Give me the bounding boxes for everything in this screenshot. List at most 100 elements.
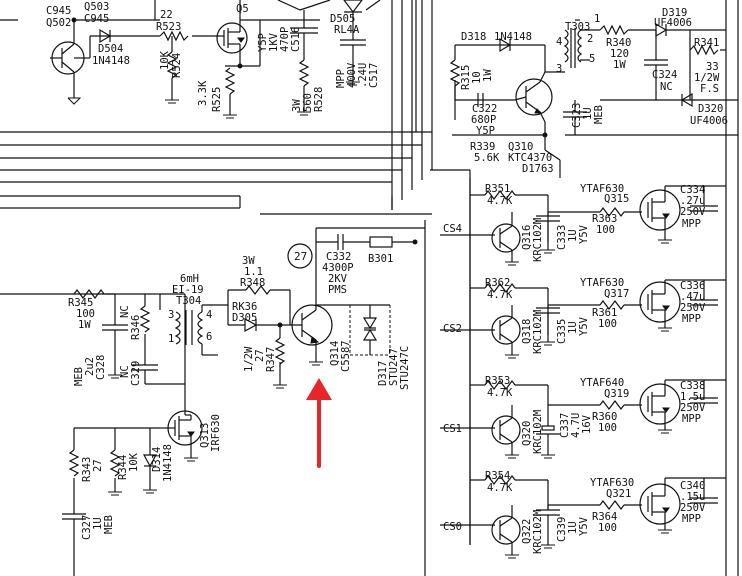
- label-t303-p5: 5: [589, 53, 595, 65]
- label-c340-v2: 250V: [680, 502, 706, 514]
- label-nc2: NC: [119, 365, 131, 378]
- label-r351-val: 4.7K: [487, 195, 513, 207]
- label-q5x: Q5: [236, 3, 249, 15]
- label-c332-v3: PMS: [328, 284, 347, 296]
- label-d320-part: UF4006: [690, 115, 728, 127]
- top-right-output: [430, 19, 738, 178]
- label-d504: D504: [98, 43, 123, 55]
- label-r362-val: 4.7K: [487, 289, 513, 301]
- label-d1763: D1763: [522, 163, 554, 175]
- label-r339: R339: [470, 141, 495, 153]
- label-r344: R344: [117, 455, 129, 480]
- label-c332-v1: 4300P: [322, 262, 354, 274]
- label-c339-v1: 1U: [567, 521, 579, 534]
- center-stage: [0, 227, 425, 415]
- label-r354: R354: [485, 470, 510, 482]
- label-c516-v2: 470P: [279, 27, 291, 52]
- label-r362: R362: [485, 277, 510, 289]
- label-c337: C337: [559, 413, 571, 438]
- label-r343: R343: [81, 457, 93, 482]
- label-r340-v1: 120: [610, 48, 629, 60]
- label-q320-part: KRC102M: [532, 410, 544, 454]
- label-ei19: EI-19: [172, 284, 204, 296]
- label-d314-part: 1N4148: [162, 444, 174, 482]
- label-t303-p1: 1: [594, 13, 600, 25]
- label-q314: Q314: [329, 341, 341, 366]
- label-r345: R345: [68, 297, 93, 309]
- label-c516: C516: [290, 27, 302, 52]
- label-c339-v2: Y5V: [578, 516, 590, 536]
- label-r360-val: 100: [598, 422, 617, 434]
- label-r344-val: 10K: [128, 452, 140, 472]
- label-c332: C332: [326, 251, 351, 263]
- label-r348-val: 1.1: [244, 266, 263, 278]
- label-c336-v1: .47u: [680, 291, 705, 303]
- label-q313-part: IRF630: [210, 414, 222, 452]
- label-q318-part: KRC102M: [532, 310, 544, 354]
- label-c517-v1: MPP: [335, 69, 347, 88]
- label-t304-p6: 6: [206, 331, 212, 343]
- channel-cs2: [440, 279, 726, 359]
- label-r347-v1: 1/2W: [243, 346, 255, 372]
- label-c328-val: 2u2: [84, 357, 96, 376]
- label-q320: Q320: [521, 421, 533, 446]
- label-c334: C334: [680, 184, 705, 196]
- label-rk36: RK36: [232, 301, 257, 313]
- channel-cs4: [440, 178, 726, 545]
- label-q322: Q322: [521, 519, 533, 544]
- label-q316: Q316: [521, 225, 533, 250]
- label-q319: Q319: [604, 388, 629, 400]
- label-q503: Q503: [84, 1, 109, 13]
- label-meb: MEB: [73, 367, 85, 386]
- label-c335: C335: [556, 319, 568, 344]
- label-r363: R363: [592, 213, 617, 225]
- label-r340: R340: [606, 37, 631, 49]
- label-d314: D314: [151, 447, 163, 472]
- channel-cs0: [440, 475, 726, 559]
- label-q313: Q313: [199, 423, 211, 448]
- label-r347: R347: [265, 347, 277, 372]
- label-ytaf640: YTAF640: [580, 377, 624, 389]
- label-c332-v2: 2KV: [328, 273, 348, 285]
- label-ytaf630c: YTAF630: [590, 477, 634, 489]
- label-c324-val: NC: [660, 81, 673, 93]
- label-r340-v2: 1W: [613, 59, 626, 71]
- label-r364-val: 100: [598, 522, 617, 534]
- channel-cs1: [440, 379, 726, 459]
- label-r341-v1: 33: [706, 61, 719, 73]
- label-c328: C328: [95, 355, 107, 380]
- label-cs2: CS2: [443, 323, 462, 335]
- label-c338: C338: [680, 380, 705, 392]
- label-ytaf630b: YTAF630: [580, 277, 624, 289]
- label-r353: R353: [485, 375, 510, 387]
- label-r347-v2: 27: [254, 349, 266, 362]
- label-nc1: NC: [119, 305, 131, 318]
- label-t303-p2: 2: [587, 33, 593, 45]
- label-r525-val: 3.3K: [197, 80, 209, 106]
- label-q310: Q310: [508, 141, 533, 153]
- label-c517-v3: 400V: [346, 62, 358, 88]
- label-r315-v1: 10: [471, 71, 483, 84]
- label-q316-part: KRC102M: [532, 218, 544, 262]
- label-r339-val: 5.6K: [474, 152, 500, 164]
- label-q322-part: KRC102M: [532, 510, 544, 554]
- label-c336-v2: 250V: [680, 302, 706, 314]
- label-c945b: C945: [84, 13, 109, 25]
- label-c333-v1: 1U: [567, 229, 579, 242]
- label-c516-v3: Y5P: [257, 33, 269, 52]
- label-d317-part2: STU247C: [399, 346, 411, 390]
- label-r315: R315: [460, 65, 472, 90]
- label-t304-p4: 4: [206, 309, 212, 321]
- label-r364: R364: [592, 511, 617, 523]
- label-d305: D305: [232, 312, 257, 324]
- label-c338-v2: 250V: [680, 402, 706, 414]
- label-node27: 27: [294, 250, 307, 263]
- label-c327-v2: MEB: [103, 515, 115, 534]
- label-b301: B301: [368, 253, 393, 265]
- label-c323-v1: 1U: [582, 107, 594, 120]
- label-c323-v2: MEB: [593, 105, 605, 124]
- label-t303: T303: [565, 21, 590, 33]
- label-c322: C322: [472, 103, 497, 115]
- label-r346: R346: [130, 315, 142, 340]
